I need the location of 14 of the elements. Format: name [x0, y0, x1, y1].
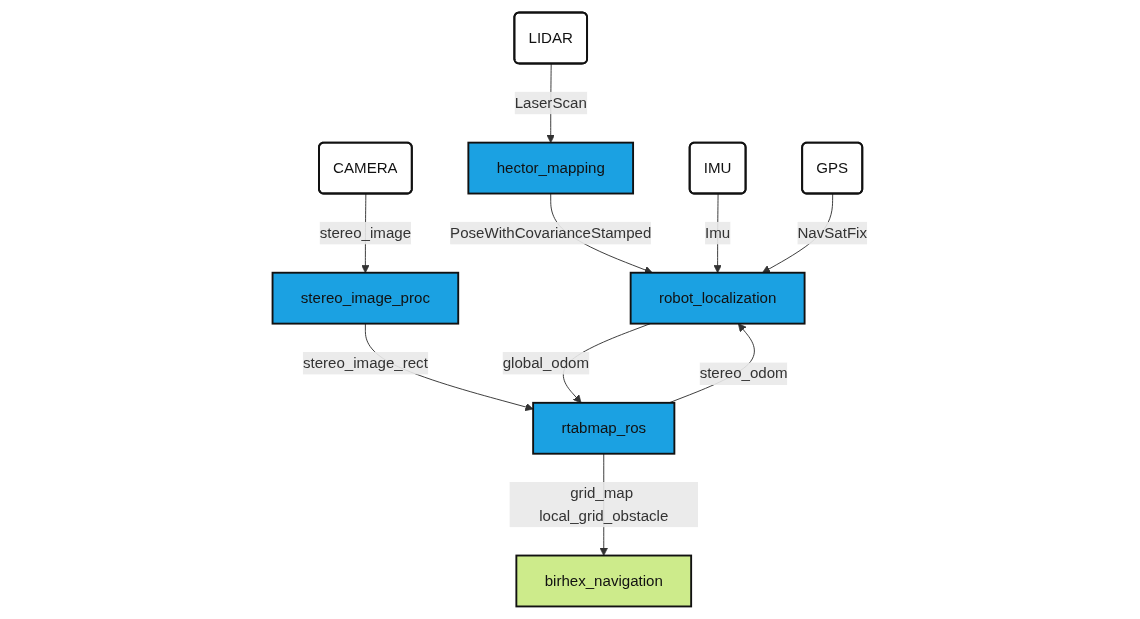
edge-label: stereo_odom — [699, 365, 788, 382]
edge-label: PoseWithCovarianceStamped — [450, 224, 652, 241]
node-box: stereo_image_proc — [271, 271, 460, 325]
edge-label: stereo_image_rect — [303, 354, 429, 371]
node-box: robot_localization — [629, 271, 806, 325]
edge-label: LaserScan — [514, 94, 587, 111]
node-box: hector_mapping — [467, 141, 635, 195]
edge-label: NavSatFix — [797, 224, 868, 241]
edge-label: global_odom — [502, 354, 590, 371]
edge-label: Imu — [705, 224, 731, 241]
node-box: rtabmap_ros — [532, 401, 676, 455]
node-box: birhex_navigation — [515, 554, 693, 608]
edge-label: grid_map local_grid_obstacle — [539, 484, 669, 524]
edge-label: stereo_image — [319, 224, 412, 241]
